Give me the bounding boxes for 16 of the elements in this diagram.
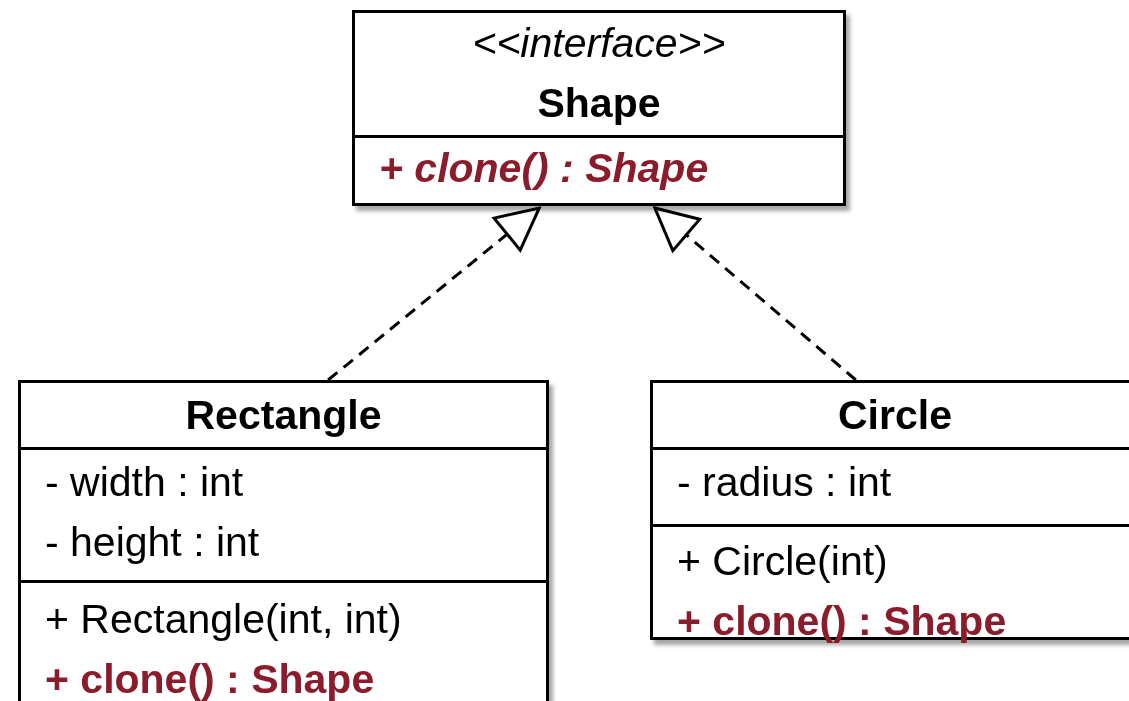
class-name: Circle [837,391,953,440]
attribute-text: - radius : int [677,458,893,507]
class-box [18,380,549,701]
method-text: + clone() : Shape [677,597,1008,646]
method-text: + clone() : Shape [45,655,376,701]
stereotype-text: <<interface>> [471,19,727,68]
class-box [352,10,846,206]
realization-arrow [327,206,541,382]
class-name: Rectangle [184,391,383,440]
method-text: + clone() : Shape [379,144,710,193]
method-text: + Circle(int) [677,537,889,586]
method-text: + Rectangle(int, int) [45,595,403,644]
class-name: Shape [536,79,662,128]
realization-arrow [653,206,857,382]
attribute-text: - height : int [45,518,261,567]
attribute-text: - width : int [45,458,245,507]
